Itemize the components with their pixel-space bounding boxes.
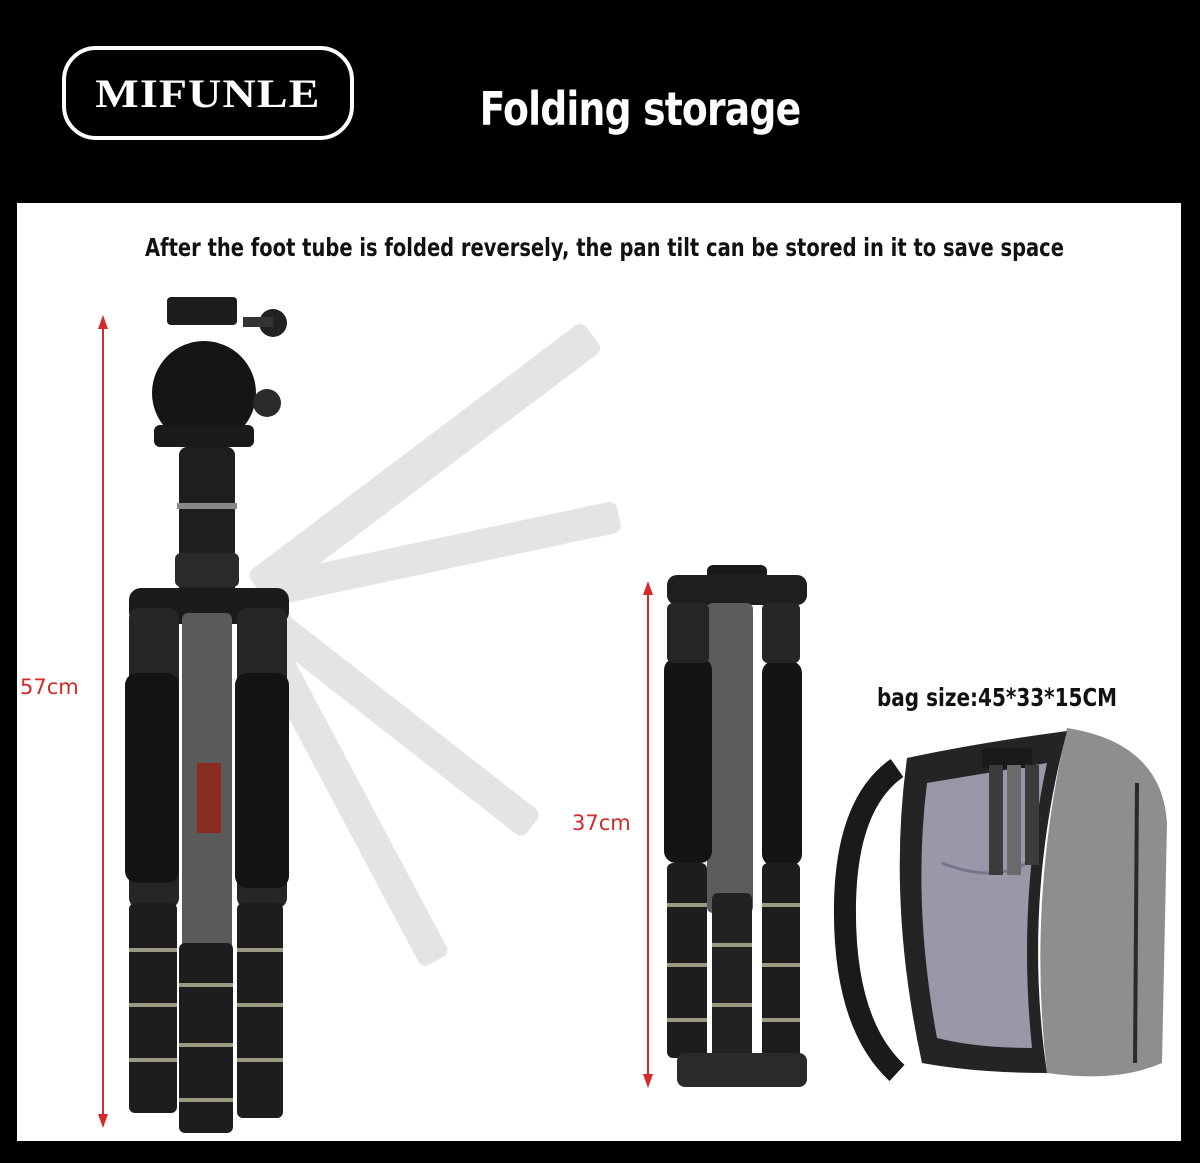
product-panel: After the foot tube is folded reversely,… [17,203,1181,1141]
height-arrow-37 [643,581,653,1088]
folding-leg-ghosts [249,324,621,966]
brand-logo: MIFUNLE [62,46,354,140]
tripod-folded [664,565,807,1087]
bag-size-label: bag size:45*33*15CM [876,683,1118,712]
brand-logo-text: MIFUNLE [95,70,321,116]
dimension-57cm: 57cm [20,675,79,699]
tripod-extended [125,297,289,1133]
backpack-photo [824,728,1172,1082]
storage-description: After the foot tube is folded reversely,… [145,233,1064,262]
height-arrow-57 [98,315,108,1128]
dimension-37cm: 37cm [572,811,631,835]
product-illustration [98,297,1172,1133]
page-title: Folding storage [479,82,802,136]
header-banner: MIFUNLE Folding storage [0,0,1200,200]
